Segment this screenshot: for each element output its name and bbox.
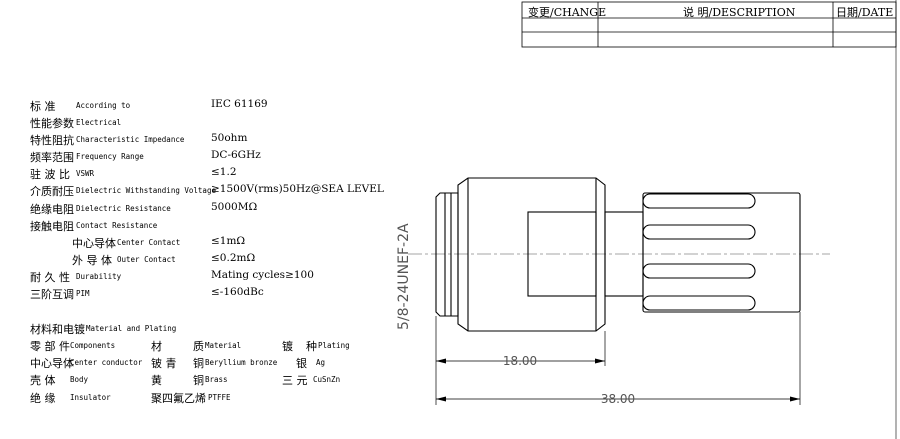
spec-label-cn: 频率范围 <box>30 151 74 164</box>
materials-row-comp-en: Insulator <box>70 393 111 402</box>
spec-label-cn: 中心导体 <box>72 237 116 250</box>
materials-row-comp-cn: 壳 体 <box>30 374 56 387</box>
materials-row-mat-cn-a: 聚四氟乙烯 <box>151 392 206 405</box>
spec-label-cn: 外 导 体 <box>72 254 112 267</box>
materials-header-comp-en: Components <box>70 341 116 350</box>
spec-label-cn: 性能参数 <box>30 117 74 130</box>
materials-header-plat-cn-b: 种 <box>306 340 317 353</box>
spec-value: ≤0.2mΩ <box>211 252 256 264</box>
materials-row-comp-cn: 绝 缘 <box>30 392 56 405</box>
spec-label-en: Electrical <box>76 118 122 127</box>
materials-row-mat-en: Beryllium bronze <box>205 358 278 367</box>
spec-label-en: Dielectric Resistance <box>76 204 171 213</box>
dimension-lines <box>435 312 801 405</box>
spec-value: Mating cycles≥100 <box>211 269 314 281</box>
spec-label-cn: 驻 波 比 <box>30 168 70 181</box>
spec-value: 5000MΩ <box>211 201 258 213</box>
materials-row-mat-cn-a: 黄 <box>151 374 162 387</box>
spec-label-cn: 特性阻抗 <box>30 134 74 147</box>
spec-label-en: Characteristic Impedance <box>76 135 185 144</box>
materials-row-mat-cn-b: 铜 <box>193 374 204 387</box>
materials-row-plat-en: CuSnZn <box>313 375 341 384</box>
spec-label-en: Center Contact <box>117 238 181 247</box>
materials-row-mat-en: Brass <box>205 375 228 384</box>
spec-label-cn: 绝缘电阻 <box>30 203 74 216</box>
rev-col-date: 日期/DATE <box>836 6 894 19</box>
materials-row-mat-en: PTFFE <box>208 393 231 402</box>
rev-col-description: 说 明/DESCRIPTION <box>683 6 796 19</box>
materials-row-plat-en: Ag <box>316 358 326 367</box>
thread-label: 5/8-24UNEF-2A <box>396 223 412 330</box>
materials-header-plat-cn-a: 镀 <box>282 340 293 353</box>
materials-row-plat-cn: 三 元 <box>282 374 308 387</box>
materials-row-comp-en: Center conductor <box>70 358 143 367</box>
spec-value: 50ohm <box>211 132 248 144</box>
materials-row-comp-cn: 中心导体 <box>30 357 74 370</box>
connector-drawing <box>435 177 801 332</box>
spec-label-cn: 标 准 <box>30 100 56 113</box>
materials-header-comp-cn: 零 部 件 <box>30 340 70 353</box>
materials-header-plat-en: Plating <box>318 341 350 350</box>
spec-label-cn: 三阶互调 <box>30 288 74 301</box>
dim-long-label: 38.00 <box>601 392 635 406</box>
dimension-arrows <box>436 358 800 402</box>
materials-title-cn: 材料和电镀 <box>30 323 85 336</box>
spec-value: DC-6GHz <box>211 149 261 161</box>
spec-label-cn: 接触电阻 <box>30 220 74 233</box>
spec-label-en: PIM <box>76 289 90 298</box>
dim-short-label: 18.00 <box>503 354 537 368</box>
materials-row-mat-cn-b: 铜 <box>193 357 204 370</box>
spec-label-en: According to <box>76 101 131 110</box>
spec-label-en: Frequency Range <box>76 152 144 161</box>
spec-value: ≥1500V(rms)50Hz@SEA LEVEL <box>211 183 384 195</box>
spec-value: ≤1mΩ <box>211 235 246 247</box>
materials-row-plat-cn: 银 <box>296 357 307 370</box>
spec-label-en: Contact Resistance <box>76 221 158 230</box>
spec-value: ≤-160dBc <box>211 286 264 298</box>
materials-row-comp-en: Body <box>70 375 89 384</box>
materials-header-mat-cn-b: 质 <box>193 340 204 353</box>
spec-label-cn: 耐 久 性 <box>30 271 70 284</box>
spec-label-en: Dielectric Withstanding Voltage <box>76 186 216 195</box>
spec-label-en: Durability <box>76 272 122 281</box>
materials-header-mat-cn-a: 材 <box>151 340 162 353</box>
materials-header-mat-en: Material <box>205 341 242 350</box>
rev-col-change: 变更/CHANGE <box>528 6 607 19</box>
spec-label-en: Outer Contact <box>117 255 176 264</box>
spec-label-en: VSWR <box>76 169 95 178</box>
spec-label-cn: 介质耐压 <box>30 185 74 198</box>
spec-value: IEC 61169 <box>211 98 268 110</box>
materials-row-mat-cn-a: 铍 青 <box>151 357 177 370</box>
materials-title-en: Material and Plating <box>86 324 177 333</box>
spec-value: ≤1.2 <box>211 166 237 178</box>
